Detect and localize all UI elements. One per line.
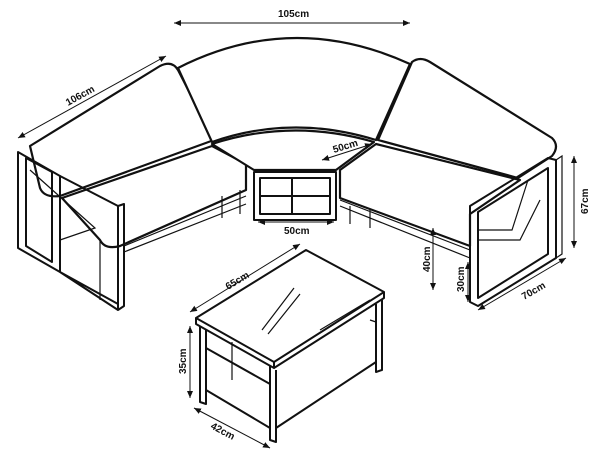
left-front-frame bbox=[59, 175, 125, 311]
left-seat-cushion bbox=[60, 144, 248, 249]
table-legs bbox=[199, 300, 383, 443]
label-65: 65cm bbox=[224, 270, 252, 293]
label-106: 106cm bbox=[64, 84, 97, 109]
corner-base bbox=[253, 171, 337, 221]
label-70: 70cm bbox=[520, 280, 548, 302]
label-30: 30cm bbox=[456, 266, 467, 292]
label-42: 42cm bbox=[209, 421, 237, 443]
label-35: 35cm bbox=[178, 348, 189, 374]
label-105: 105cm bbox=[278, 9, 309, 20]
label-67: 67cm bbox=[580, 188, 591, 214]
coffee-table bbox=[195, 249, 385, 443]
corner-back-cushion bbox=[176, 36, 412, 144]
glass-reflection bbox=[261, 287, 301, 335]
dimension-lines bbox=[17, 20, 577, 449]
right-sofa bbox=[338, 57, 563, 307]
right-back-cushion bbox=[376, 57, 558, 180]
label-40: 40cm bbox=[422, 246, 433, 272]
label-corner-width: 50cm bbox=[284, 226, 310, 237]
